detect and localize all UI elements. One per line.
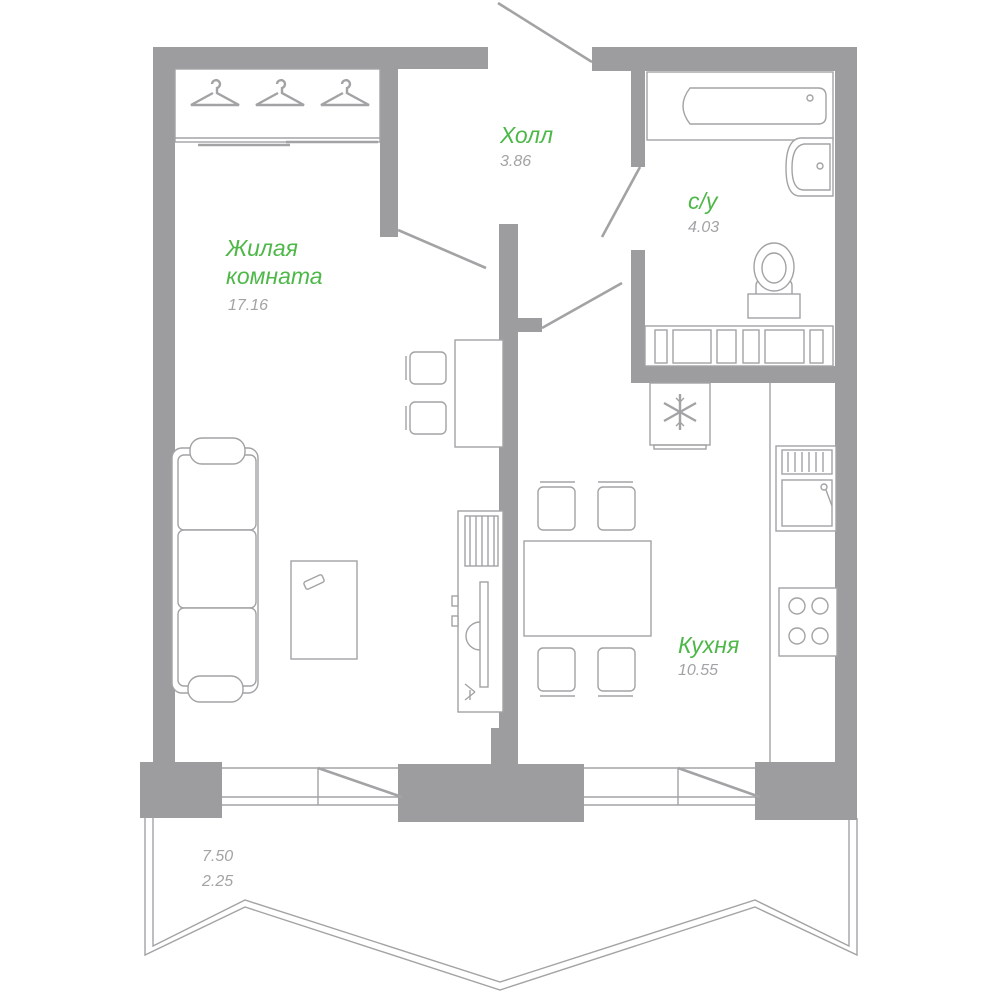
bathroom-cabinets: [644, 325, 834, 367]
hall-name: Холл: [500, 122, 554, 148]
bathroom-name: с/у: [688, 188, 718, 214]
kitchen-name: Кухня: [678, 632, 740, 658]
wardrobe: [174, 68, 381, 147]
dining-table: [523, 481, 652, 697]
kitchen-area: 10.55: [678, 662, 719, 679]
fridge: [649, 382, 711, 450]
bathroom-area: 4.03: [688, 219, 720, 236]
windows: [222, 766, 761, 806]
sofa: [171, 437, 259, 703]
doors: [397, 1, 642, 330]
living-room-name-line2: комната: [226, 263, 323, 289]
bathtub: [646, 71, 834, 141]
living-room-area: 17.16: [228, 297, 269, 314]
tv-unit: [451, 510, 504, 713]
tv-icon: [451, 581, 489, 688]
hanger-icon: [190, 78, 240, 107]
hanger-icon: [255, 78, 305, 107]
hall-area: 3.86: [500, 153, 532, 170]
balcony-area-line1: 7.50: [202, 848, 234, 865]
sink: [775, 445, 837, 532]
remote-icon: [303, 574, 325, 590]
hanger-icon: [320, 78, 370, 107]
washbasin: [785, 137, 834, 197]
toilet: [747, 242, 801, 319]
balcony-area-line2: 2.25: [202, 873, 234, 890]
walls: [140, 47, 857, 822]
coffee-table: [290, 560, 358, 660]
balcony: [144, 818, 858, 991]
living-room-name-line1: Жилая: [226, 235, 298, 261]
cooktop: [778, 587, 838, 657]
snowflake-icon: [663, 394, 697, 430]
living-room-name: Жилая комната: [226, 234, 323, 290]
desk: [405, 339, 504, 448]
